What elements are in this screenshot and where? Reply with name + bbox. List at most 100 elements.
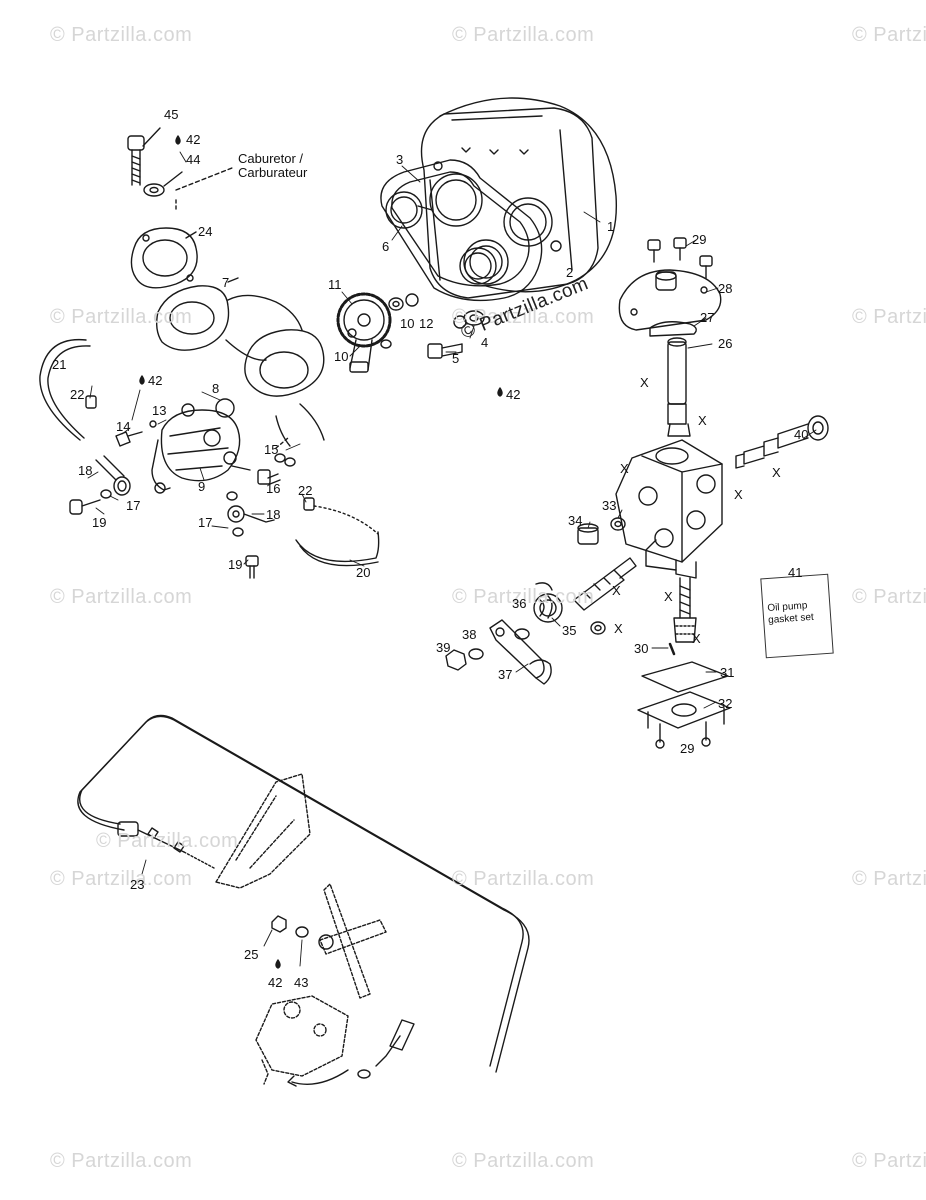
gasket-24 (130, 227, 198, 289)
watermark: © Partzilla.com (50, 1150, 193, 1172)
cable-end (357, 1019, 415, 1079)
callout-24: 24 (198, 224, 213, 239)
carburetor-linkage (255, 995, 349, 1085)
oil-pump-9 (151, 403, 251, 494)
oil-drop-icon (175, 135, 181, 145)
carburetor-note-line1: Caburetor / (238, 151, 304, 166)
nut-25 (271, 915, 287, 933)
gasket-label-line2: gasket set (767, 611, 815, 626)
nut-39 (445, 649, 467, 671)
callout-16: 16 (266, 481, 281, 496)
callout-38: 38 (462, 627, 477, 642)
callout-25: 25 (244, 947, 259, 962)
bolt-5 (427, 343, 463, 359)
callout-17: 17 (126, 498, 141, 513)
banjo-fitting-18b (226, 491, 275, 537)
oil-drop-icon (497, 387, 503, 397)
watermark: © Partzilla.com (452, 586, 595, 608)
x-marker: X (698, 413, 707, 428)
lever-37 (489, 619, 552, 685)
watermark: © Partzilla.com (452, 24, 595, 46)
watermark: © Partzilla.com (50, 586, 193, 608)
x-marker: X (614, 621, 623, 636)
watermark: © Partzilla.com (452, 868, 595, 890)
callout-40: 40 (794, 427, 809, 442)
callout-42b: 42 (506, 387, 521, 402)
leader-lines (87, 151, 817, 967)
x-marker: X (664, 589, 673, 604)
x-marker: X (772, 465, 781, 480)
callout-7: 7 (222, 275, 230, 290)
check-valve-40 (735, 415, 829, 469)
callout-5: 5 (452, 351, 460, 366)
bolt-19b (245, 555, 259, 579)
callout-44: 44 (186, 152, 201, 167)
callout-30: 30 (634, 641, 649, 656)
callout-28: 28 (718, 281, 733, 296)
washer-10 (388, 297, 404, 311)
callout-11: 11 (328, 277, 342, 292)
x-marker: X (620, 461, 629, 476)
callout-31: 31 (720, 665, 735, 680)
o-ring-8 (215, 398, 235, 418)
hose-20 (295, 497, 380, 567)
banjo-fitting-18 (95, 455, 131, 496)
washer-38 (468, 648, 484, 660)
pump-body (615, 439, 723, 579)
base-plate-32 (637, 691, 731, 749)
spring-35 (533, 582, 563, 623)
watermark: © Partzilla.com (852, 1150, 926, 1172)
watermark: © Partzilla.com (452, 306, 595, 328)
x-marker: X (692, 631, 701, 646)
washer-17 (100, 489, 112, 499)
callout-43: 43 (294, 975, 309, 990)
oil-hose-21 (39, 338, 97, 441)
oil-drop-icon (139, 375, 145, 385)
washer-36 (514, 628, 530, 640)
callout-37: 37 (498, 667, 513, 682)
screws-29-top (647, 237, 713, 279)
gear-shaft (573, 557, 637, 611)
callout-4: 4 (481, 335, 489, 350)
cable-adjuster-23 (117, 821, 215, 869)
watermark: © Partzilla.com (50, 24, 193, 46)
nut-12 (405, 293, 419, 307)
x-marker: X (612, 583, 621, 598)
throttle-cable (77, 714, 530, 1073)
x-marker: X (640, 375, 649, 390)
callout-34: 34 (568, 513, 583, 528)
callout-32: 32 (718, 696, 733, 711)
callout-19: 19 (92, 515, 107, 530)
bolt-19 (69, 499, 83, 515)
callout-39: 39 (436, 640, 451, 655)
screw-45 (127, 127, 161, 186)
callout-21: 21 (52, 357, 67, 372)
callout-19b: 19 (228, 557, 243, 572)
callout-20: 20 (356, 565, 371, 580)
gear-11 (336, 292, 392, 373)
callout-27: 27 (700, 310, 715, 325)
callout-15: 15 (264, 442, 279, 457)
callout-29b: 29 (680, 741, 695, 756)
seal (590, 621, 606, 635)
callout-41: 41 (788, 565, 803, 580)
callout-6: 6 (382, 239, 390, 254)
callout-14: 14 (116, 419, 131, 434)
callout-1: 1 (607, 219, 615, 234)
bolt-16 (257, 469, 281, 485)
intake-manifold-7 (155, 277, 325, 447)
carburetor-note-line2: Carburateur (238, 165, 308, 180)
callout-23: 23 (130, 877, 145, 892)
callout-33: 33 (602, 498, 617, 513)
callout-13: 13 (152, 403, 167, 418)
callout-45: 45 (164, 107, 179, 122)
callout-8: 8 (212, 381, 220, 396)
callout-12: 12 (419, 316, 434, 331)
throttle-bracket (215, 773, 387, 999)
gasket-27 (649, 321, 697, 337)
pin-30 (668, 642, 676, 656)
callout-18b: 18 (266, 507, 281, 522)
washer-44 (143, 183, 165, 197)
